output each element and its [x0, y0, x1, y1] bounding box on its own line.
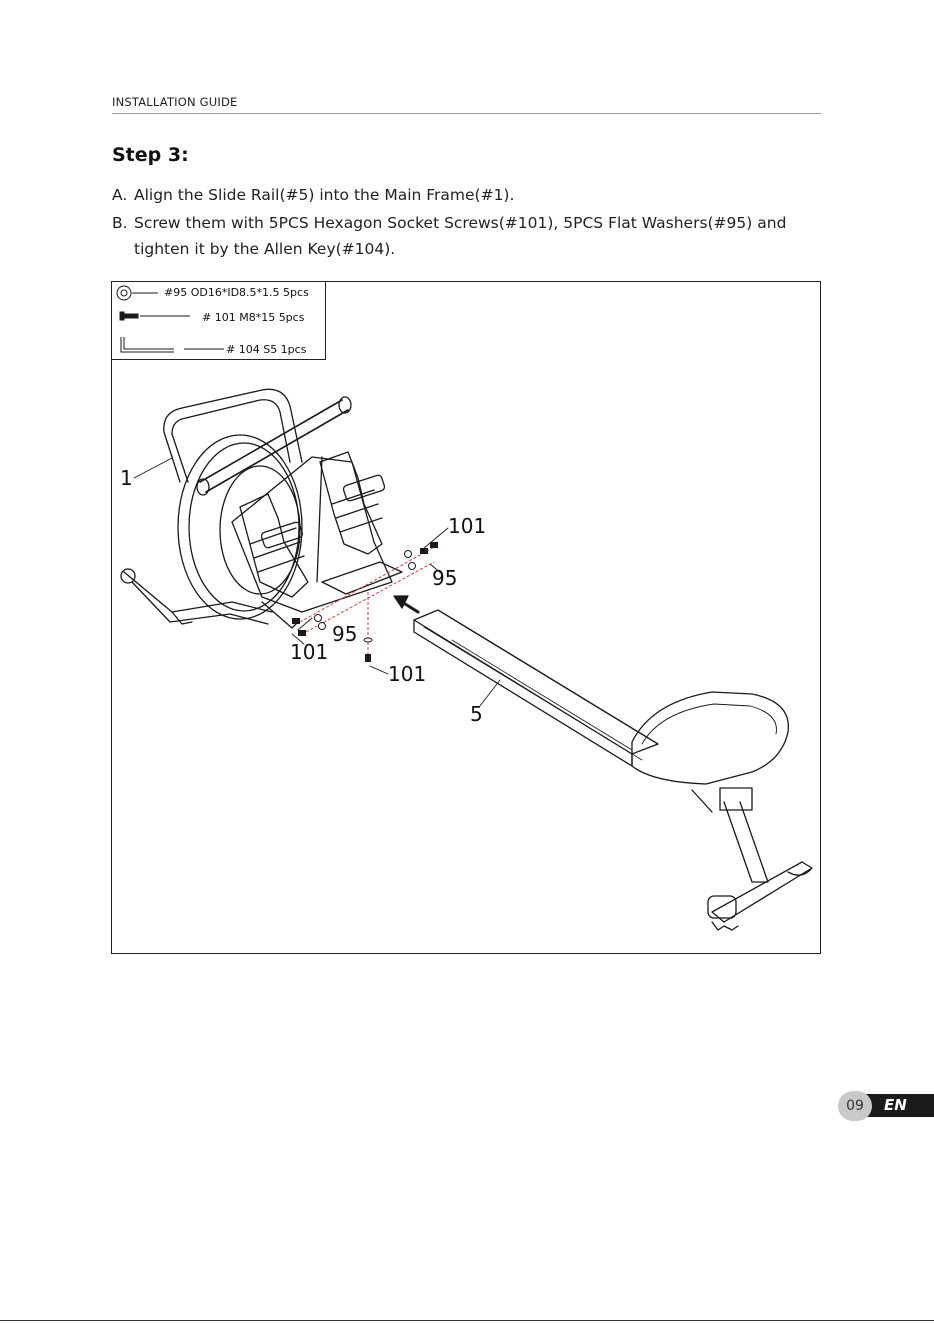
- callout-washer-top: 95: [432, 566, 457, 590]
- page-badge: EN 09: [838, 1091, 934, 1121]
- callout-main-frame: 1: [120, 466, 133, 490]
- screw-icon: [120, 312, 138, 320]
- washer-icon: [117, 286, 131, 300]
- part-label-101: # 101 M8*15 5pcs: [202, 311, 304, 324]
- instruction-b: B.Screw them with 5PCS Hexagon Socket Sc…: [112, 211, 786, 235]
- step-title: Step 3:: [112, 144, 189, 166]
- allen-key-icon: [121, 337, 174, 352]
- callout-screw-bottom: 101: [388, 662, 426, 686]
- parts-list: #95 OD16*ID8.5*1.5 5pcs # 101 M8*15 5pcs…: [112, 282, 326, 360]
- header-divider: [112, 113, 821, 114]
- callout-screw-left: 101: [290, 640, 328, 664]
- section-label: INSTALLATION GUIDE: [112, 95, 238, 109]
- part-label-95: #95 OD16*ID8.5*1.5 5pcs: [164, 286, 309, 299]
- instruction-text: Screw them with 5PCS Hexagon Socket Scre…: [134, 214, 786, 232]
- slide-rail-drawing: [414, 610, 812, 930]
- assembly-diagram: #95 OD16*ID8.5*1.5 5pcs # 101 M8*15 5pcs…: [111, 281, 821, 954]
- main-frame-drawing: [121, 389, 402, 628]
- callout-screw-top: 101: [448, 514, 486, 538]
- instruction-letter: B.: [112, 211, 134, 235]
- bottom-divider: [0, 1320, 934, 1321]
- callout-washer-left: 95: [332, 622, 357, 646]
- part-label-104: # 104 S5 1pcs: [226, 343, 306, 356]
- page-number: 09: [838, 1091, 872, 1121]
- insert-direction-arrow: [394, 596, 418, 612]
- instruction-letter: A.: [112, 183, 134, 207]
- instruction-text: Align the Slide Rail(#5) into the Main F…: [134, 186, 514, 204]
- rowing-machine-drawing: [112, 282, 820, 953]
- instruction-b-continuation: tighten it by the Allen Key(#104).: [134, 237, 395, 261]
- callout-slide-rail: 5: [470, 702, 483, 726]
- instruction-a: A.Align the Slide Rail(#5) into the Main…: [112, 183, 514, 207]
